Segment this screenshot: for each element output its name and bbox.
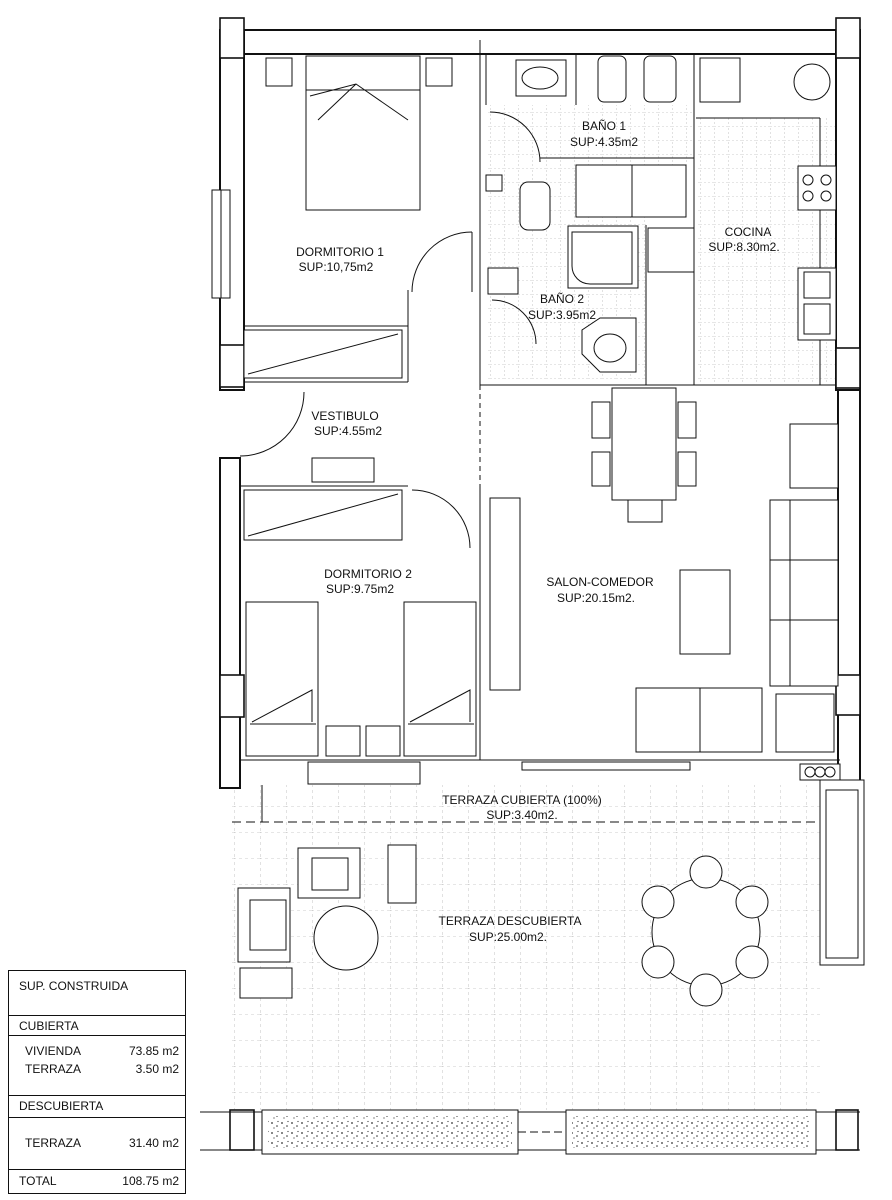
- total-label: TOTAL: [19, 1174, 57, 1188]
- windows: [211, 189, 865, 966]
- kitchen-name: COCINA: [725, 225, 772, 239]
- bedroom2-furniture: [243, 489, 477, 757]
- bath2-area: SUP:3.95m2: [528, 308, 596, 322]
- total-row: TOTAL 108.75 m2: [9, 1169, 185, 1194]
- total-value: 108.75 m2: [122, 1174, 179, 1188]
- terraza-desc-value: 31.40 m2: [128, 1136, 179, 1150]
- open-terrace-area: SUP:25.00m2.: [469, 930, 547, 944]
- living-name: SALON-COMEDOR: [546, 575, 654, 589]
- terrace-elements: [232, 785, 820, 1007]
- descubierta-section: DESCUBIERTA: [9, 1095, 185, 1118]
- bedroom2-name: DORMITORIO 2: [324, 567, 412, 581]
- structural-pillars: [219, 17, 861, 1151]
- bath2-name: BAÑO 2: [540, 292, 584, 306]
- bedroom1-area: SUP:10,75m2: [299, 260, 374, 274]
- terraza-label: TERRAZA: [25, 1062, 82, 1076]
- bedroom1-name: DORMITORIO 1: [296, 245, 384, 259]
- terraza-desc-label: TERRAZA: [25, 1136, 82, 1150]
- vivienda-label: VIVIENDA: [25, 1044, 82, 1058]
- cubierta-rows: VIVIENDA 73.85 m2 TERRAZA 3.50 m2: [9, 1035, 185, 1098]
- kitchen-fixtures: [647, 57, 837, 341]
- bath1-area: SUP:4.35m2: [570, 135, 638, 149]
- doors: [239, 111, 541, 549]
- descubierta-rows: TERRAZA 31.40 m2: [9, 1117, 185, 1166]
- bath1-floor: [486, 105, 694, 165]
- living-room-furniture: [489, 387, 841, 781]
- hall-name: VESTIBULO: [311, 409, 378, 423]
- cubierta-header: CUBIERTA: [19, 1019, 79, 1033]
- hall-console: [311, 457, 375, 483]
- bedroom2-area: SUP:9.75m2: [326, 582, 394, 596]
- terraza-value: 3.50 m2: [135, 1062, 179, 1076]
- bath2-fixtures: [485, 174, 639, 373]
- bath1-name: BAÑO 1: [582, 119, 626, 133]
- bedroom1-furniture: [243, 55, 453, 379]
- covered-terrace-name: TERRAZA CUBIERTA (100%): [442, 793, 602, 807]
- covered-terrace-area: SUP:3.40m2.: [486, 808, 557, 822]
- kitchen-area: SUP:8.30m2.: [708, 240, 779, 254]
- hall-area: SUP:4.55m2: [314, 424, 382, 438]
- living-area: SUP:20.15m2.: [557, 591, 635, 605]
- built-area-table: SUP. CONSTRUIDA CUBIERTA VIVIENDA 73.85 …: [8, 970, 186, 1194]
- descubierta-header: DESCUBIERTA: [19, 1099, 104, 1113]
- cubierta-section: CUBIERTA: [9, 1015, 185, 1101]
- planters: [200, 1109, 860, 1155]
- table-title: SUP. CONSTRUIDA: [19, 979, 129, 993]
- vivienda-value: 73.85 m2: [128, 1044, 179, 1058]
- bath1-fixtures: [515, 55, 687, 218]
- room-labels: DORMITORIO 1 SUP:10,75m2 BAÑO 1 SUP:4.35…: [296, 119, 780, 944]
- open-terrace-name: TERRAZA DESCUBIERTA: [439, 914, 582, 928]
